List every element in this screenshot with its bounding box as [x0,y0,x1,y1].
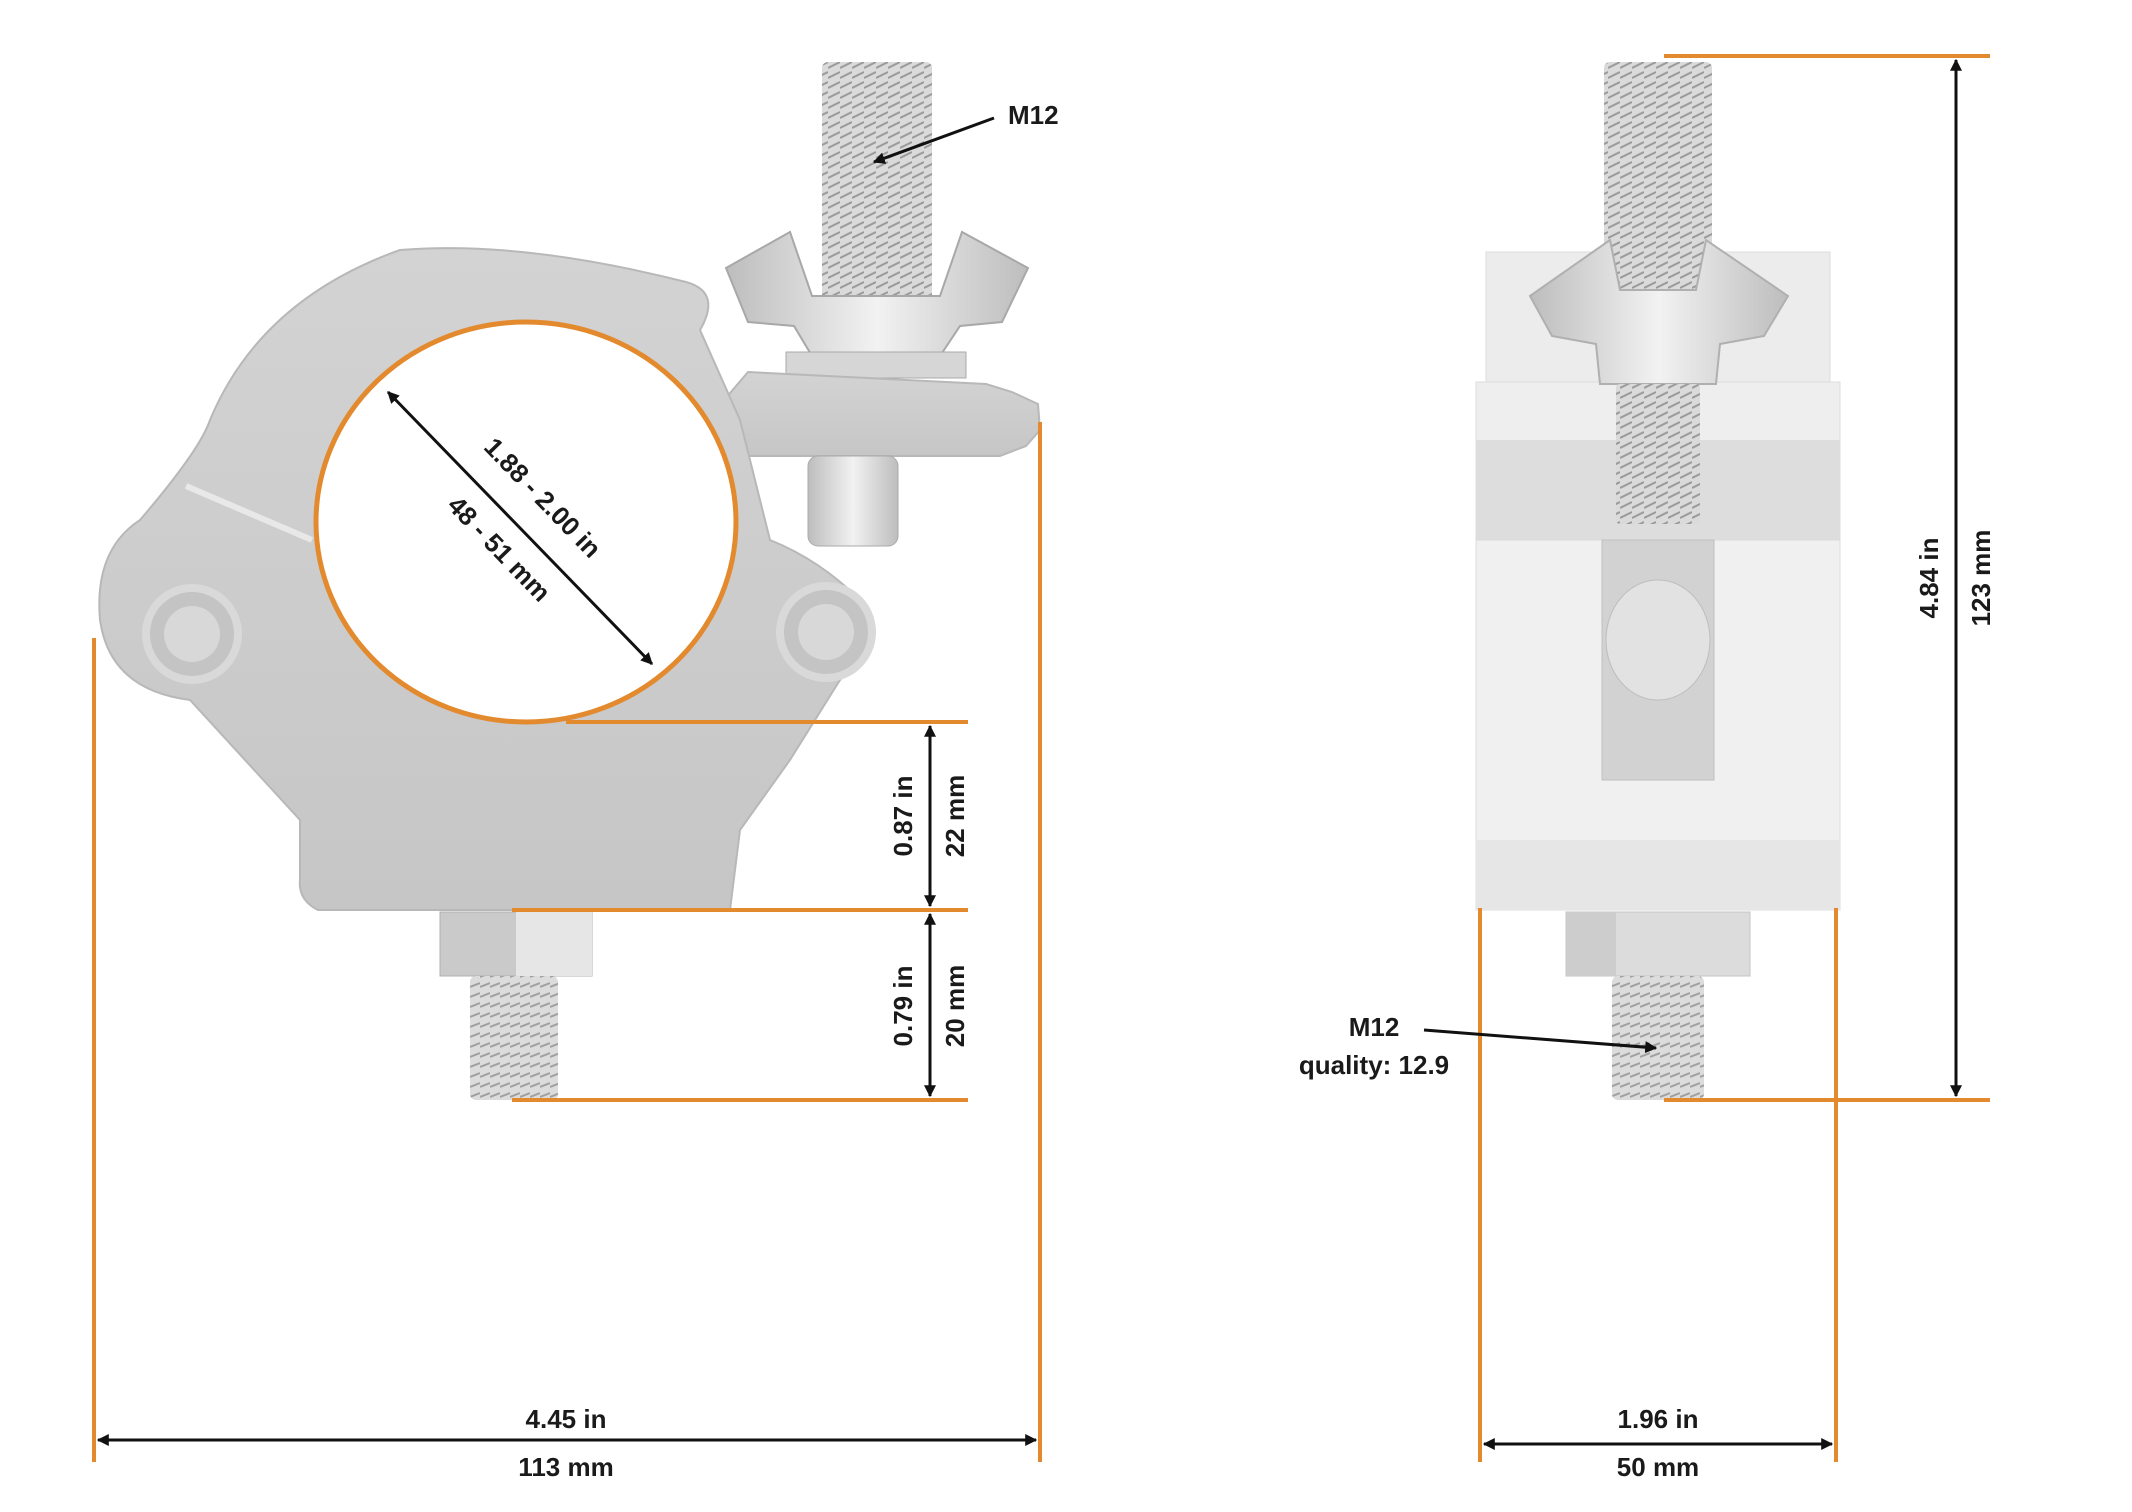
side-bolt-shank [807,455,899,547]
side-pipe-opening [313,319,739,725]
side-bolt-length-mm-label: 20 mm [940,965,970,1047]
side-bolt-callout-leader [872,116,995,164]
side-wing-nut [724,230,1030,357]
side-diameter-arrow [386,390,654,666]
side-view: M12 1.88 - 2.00 in 48 - 51 mm 0.87 in 22… [92,62,1059,1482]
front-height-in-label: 4.84 in [1914,538,1944,619]
side-jaw-height-in-label: 0.87 in [888,776,918,857]
side-width-mm-label: 113 mm [518,1452,613,1482]
front-bolt-thread [1604,62,1712,342]
side-bolt-thread [822,62,932,332]
side-washer [785,351,967,379]
side-bottom-bolt-thread [470,976,558,1100]
side-bolt-length-in-label: 0.79 in [888,966,918,1047]
front-width-in-label: 1.96 in [1618,1404,1699,1434]
side-jaw-height-mm-label: 22 mm [940,775,970,857]
front-width-mm-label: 50 mm [1617,1452,1699,1482]
front-view: 4.84 in 123 mm M12 quality: 12.9 1.96 in… [1299,54,1996,1482]
side-bolt-callout: M12 [1008,100,1059,130]
front-height-mm-label: 123 mm [1966,530,1996,627]
front-bolt-quality: quality: 12.9 [1299,1050,1449,1080]
front-wing-nut [1528,238,1790,385]
side-width-in-label: 4.45 in [526,1404,607,1434]
front-bolt-callout-leader [1423,1028,1658,1054]
front-bolt-shank [1616,384,1700,524]
front-bottom-bolt-thread [1612,976,1704,1100]
front-bolt-callout: M12 [1349,1012,1400,1042]
